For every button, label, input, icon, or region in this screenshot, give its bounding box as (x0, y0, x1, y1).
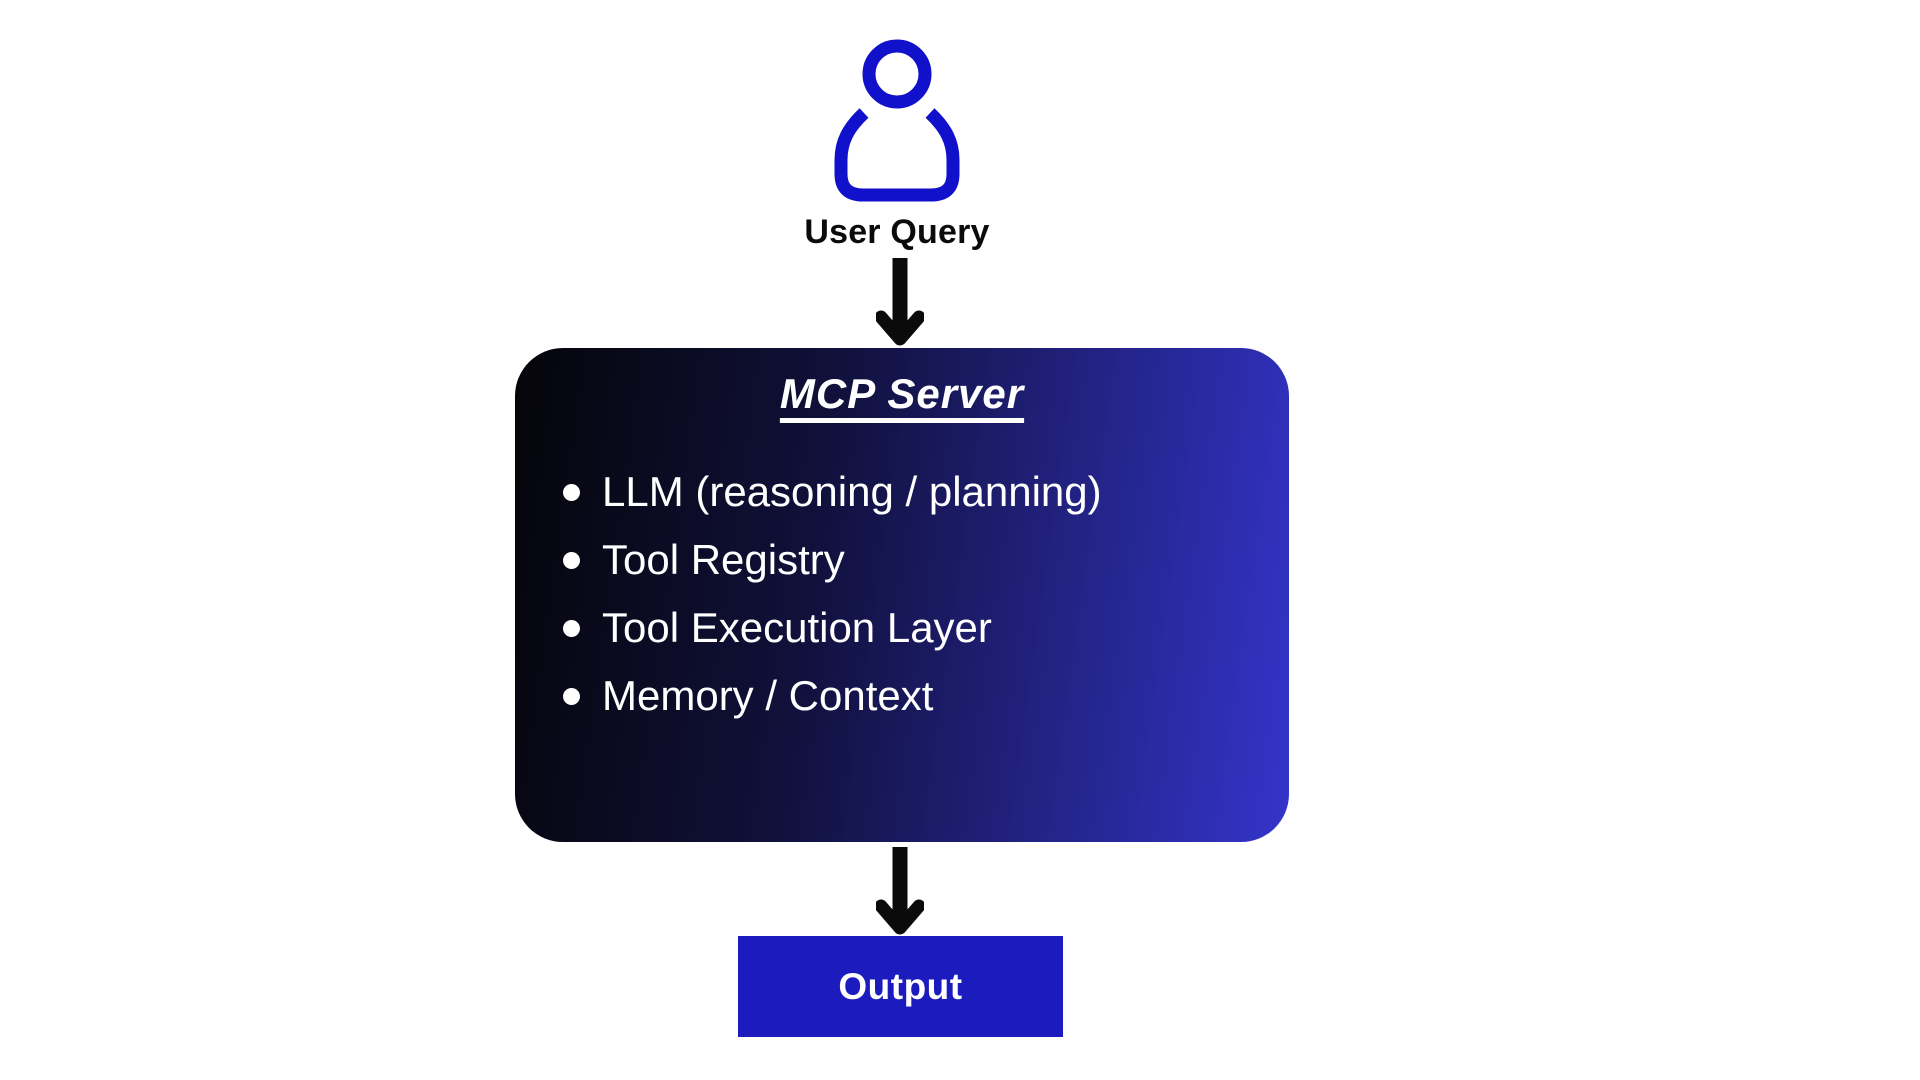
list-item: Memory / Context (563, 662, 1289, 730)
list-item-label: Tool Execution Layer (602, 604, 992, 651)
list-item-label: Memory / Context (602, 672, 934, 719)
mcp-capability-list: LLM (reasoning / planning) Tool Registry… (515, 458, 1289, 730)
down-arrow-icon (876, 847, 924, 935)
mcp-server-title: MCP Server (779, 370, 1025, 417)
bullet-icon (563, 619, 580, 637)
list-item: Tool Registry (563, 526, 1289, 594)
bullet-icon (563, 483, 580, 501)
bullet-icon (563, 551, 580, 569)
arrow-mcp-to-output (876, 845, 924, 937)
arrow-user-to-mcp (876, 256, 924, 348)
person-body-icon (834, 108, 960, 202)
list-item: Tool Execution Layer (563, 594, 1289, 662)
mcp-server-box: MCP Server LLM (reasoning / planning) To… (515, 348, 1289, 842)
user-person-icon (833, 36, 961, 208)
person-icon (834, 39, 960, 202)
list-item-label: LLM (reasoning / planning) (602, 468, 1102, 515)
person-head-icon (862, 39, 932, 109)
list-item: LLM (reasoning / planning) (563, 458, 1289, 526)
list-item-label: Tool Registry (602, 536, 845, 583)
down-arrow-icon (876, 258, 924, 346)
output-label: Output (838, 965, 963, 1007)
output-box: Output (738, 936, 1063, 1037)
bullet-icon (563, 687, 580, 705)
user-query-label: User Query (804, 213, 990, 251)
